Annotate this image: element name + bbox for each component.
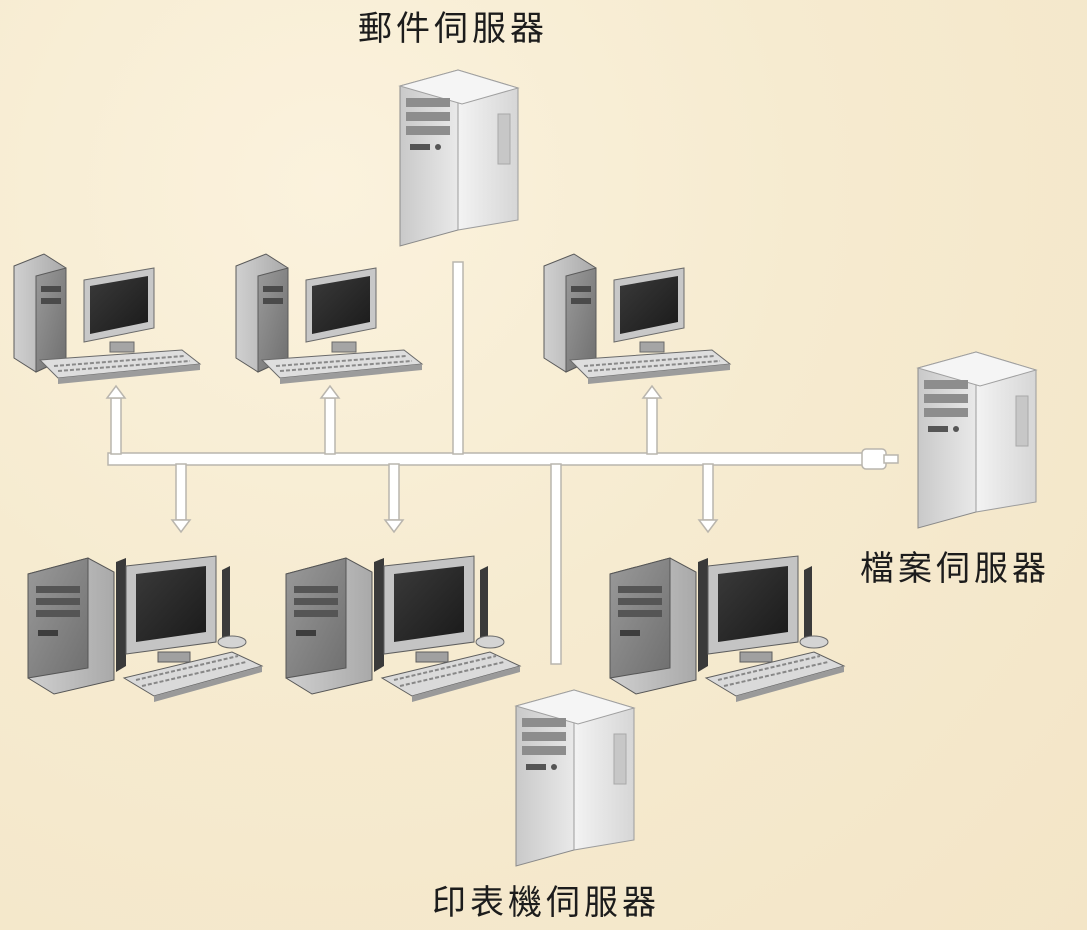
- file-server-icon: [917, 351, 1037, 529]
- backbone-terminator: [861, 448, 887, 470]
- workstation-top-2-icon: [235, 253, 423, 385]
- print-server-cable: [550, 463, 562, 665]
- backbone-cable: [107, 452, 871, 466]
- drop-cable-bottom-1: [175, 463, 187, 521]
- drop-cable-bottom-3: [702, 463, 714, 521]
- mail-server-label: 郵件伺服器: [358, 9, 548, 49]
- workstation-bottom-2-icon: [285, 555, 521, 703]
- workstation-top-3-icon: [543, 253, 731, 385]
- workstation-top-1-icon: [13, 253, 201, 385]
- file-server-label: 檔案伺服器: [860, 549, 1050, 589]
- drop-cable-top-1: [110, 397, 122, 455]
- workstation-bottom-1-icon: [27, 555, 263, 703]
- print-server-icon: [515, 689, 635, 867]
- workstation-bottom-3-icon: [609, 555, 845, 703]
- drop-cable-top-3: [646, 397, 658, 455]
- mail-server-cable: [452, 261, 464, 455]
- mail-server-icon: [399, 69, 519, 247]
- drop-cable-bottom-2: [388, 463, 400, 521]
- print-server-label: 印表機伺服器: [432, 883, 660, 923]
- network-bus: [106, 261, 899, 665]
- drop-cable-top-2: [324, 397, 336, 455]
